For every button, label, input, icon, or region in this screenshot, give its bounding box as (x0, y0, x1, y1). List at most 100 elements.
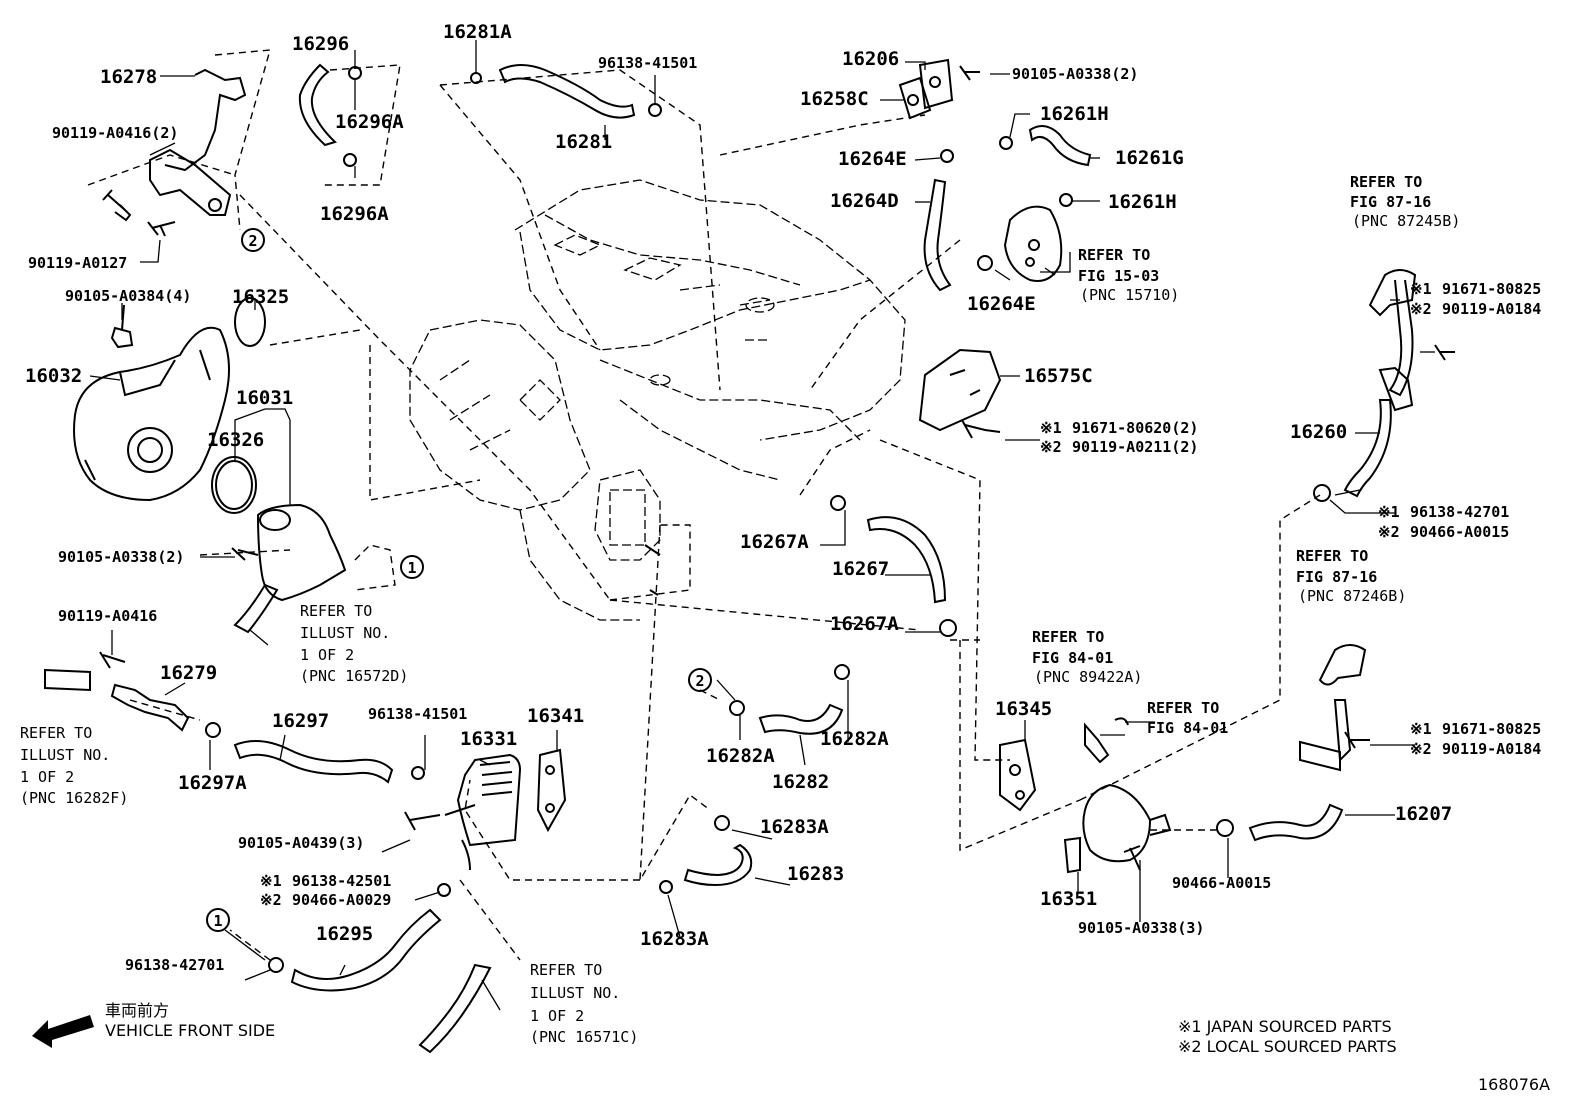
ref-circle-1-bottom-label: 1 (213, 912, 222, 930)
marker-1-16575: ※1 (1040, 419, 1062, 437)
label-96138-42701-right: 96138-42701 (1410, 503, 1509, 521)
label-16331: 16331 (460, 728, 517, 750)
component-shapes (73, 58, 1417, 874)
label-16281: 16281 (555, 131, 612, 153)
marker-2-top-right: ※2 (1410, 300, 1432, 318)
label-90119-A0416-2: 90119-A0416(2) (52, 124, 178, 142)
label-90105-A0384-4: 90105-A0384(4) (65, 287, 191, 305)
label-16345: 16345 (995, 698, 1052, 720)
diagram-code: 168076A (1478, 1075, 1550, 1094)
vehicle-front-indicator: 車両前方 VEHICLE FRONT SIDE (32, 1001, 275, 1048)
ref-87246-line3: (PNC 87246B) (1298, 587, 1406, 605)
label-16206: 16206 (842, 48, 899, 70)
ref-87245-line2: FIG 87-16 (1350, 193, 1431, 211)
label-91671-80620-2: 91671-80620(2) (1072, 419, 1198, 437)
marker-2-bottom-right: ※2 (1410, 740, 1432, 758)
label-16282A-left: 16282A (706, 745, 775, 767)
legend-item-local: ※2 LOCAL SOURCED PARTS (1178, 1037, 1397, 1056)
label-16264E-top: 16264E (838, 148, 907, 170)
label-16341: 16341 (527, 705, 584, 727)
bolt-icons (99, 65, 1455, 871)
leader-lines (89, 40, 1435, 1011)
ref-89422-line1: REFER TO (1032, 628, 1104, 646)
ref-87246-line1: REFER TO (1296, 547, 1368, 565)
label-90119-A0127: 90119-A0127 (28, 254, 127, 272)
label-16267: 16267 (832, 558, 889, 580)
hose-shapes (44, 63, 1414, 1054)
ref-89422-line2: FIG 84-01 (1032, 649, 1113, 667)
label-16325: 16325 (232, 286, 289, 308)
label-16267A-bottom: 16267A (830, 613, 899, 635)
ref-89422-line3: (PNC 89422A) (1034, 668, 1142, 686)
ref-15710-line1: REFER TO (1078, 246, 1150, 264)
label-90105-A0439-3: 90105-A0439(3) (238, 834, 364, 852)
reference-notes: REFER TO FIG 15-03 (PNC 15710) REFER TO … (20, 173, 1460, 1046)
ref-16282F-line2: ILLUST NO. (20, 746, 110, 764)
ref-15710-line2: FIG 15-03 (1078, 267, 1159, 285)
label-90466-A0029: 90466-A0029 (292, 891, 391, 909)
label-90119-A0416: 90119-A0416 (58, 607, 157, 625)
label-16326: 16326 (207, 429, 264, 451)
label-16283A-bottom: 16283A (640, 928, 709, 950)
ref-87245-line1: REFER TO (1350, 173, 1422, 191)
label-16283A-top: 16283A (760, 816, 829, 838)
label-96138-41501-mid: 96138-41501 (368, 705, 467, 723)
ref-16571-line1: REFER TO (530, 961, 602, 979)
front-arrow-icon (32, 1015, 94, 1048)
label-96138-42501: 96138-42501 (292, 872, 391, 890)
clip-icons (205, 66, 1331, 973)
marker-2-bottom: ※2 (260, 891, 282, 909)
marker-1-top-right: ※1 (1410, 280, 1432, 298)
source-legend: ※1 JAPAN SOURCED PARTS ※2 LOCAL SOURCED … (1178, 1017, 1397, 1056)
ref-8401-line1: REFER TO (1147, 699, 1219, 717)
label-16258C: 16258C (800, 88, 869, 110)
label-16279: 16279 (160, 662, 217, 684)
label-90466-A0015-mid: 90466-A0015 (1172, 874, 1271, 892)
label-90466-A0015-right: 90466-A0015 (1410, 523, 1509, 541)
ref-87245-line3: (PNC 87245B) (1352, 212, 1460, 230)
label-16297A: 16297A (178, 772, 247, 794)
ref-circle-1-mid-label: 1 (407, 559, 416, 577)
marker-1-16260: ※1 (1378, 503, 1400, 521)
marker-2-16575: ※2 (1040, 438, 1062, 456)
ref-16571-line4: (PNC 16571C) (530, 1028, 638, 1046)
assembly-boundaries (87, 49, 1321, 961)
ref-8401-line2: FIG 84-01 (1147, 719, 1228, 737)
ref-circle-2-right-label: 2 (695, 672, 704, 690)
label-90119-A0211-2: 90119-A0211(2) (1072, 438, 1198, 456)
label-16295: 16295 (316, 923, 373, 945)
label-16575C: 16575C (1024, 365, 1093, 387)
marker-2-16260: ※2 (1378, 523, 1400, 541)
label-16282: 16282 (772, 771, 829, 793)
label-16261G: 16261G (1115, 147, 1184, 169)
reference-circles: 2 1 2 1 (206, 228, 712, 932)
label-91671-80825-bottom: 91671-80825 (1442, 720, 1541, 738)
ref-16572-line1: REFER TO (300, 602, 372, 620)
label-16264D: 16264D (830, 190, 899, 212)
label-90105-A0338-2-left: 90105-A0338(2) (58, 548, 184, 566)
part-number-labels: 16278 16296 16296A 16296A 16281A 16281 9… (25, 21, 1541, 974)
marker-1-bottom-right: ※1 (1410, 720, 1432, 738)
label-90105-A0338-2-top: 90105-A0338(2) (1012, 65, 1138, 83)
legend-item-japan: ※1 JAPAN SOURCED PARTS (1178, 1017, 1392, 1036)
label-16261H-top: 16261H (1040, 103, 1109, 125)
ref-87246-line2: FIG 87-16 (1296, 568, 1377, 586)
label-90119-A0184-bottom: 90119-A0184 (1442, 740, 1541, 758)
label-16032: 16032 (25, 365, 82, 387)
label-90105-A0338-3: 90105-A0338(3) (1078, 919, 1204, 937)
label-16260: 16260 (1290, 421, 1347, 443)
label-16031: 16031 (236, 387, 293, 409)
ref-circle-2-right (688, 668, 712, 692)
label-16296A-bottom: 16296A (320, 203, 389, 225)
label-16207: 16207 (1395, 803, 1452, 825)
ref-16282F-line1: REFER TO (20, 724, 92, 742)
part-16278-pipe (149, 68, 247, 216)
label-16267A-top: 16267A (740, 531, 809, 553)
label-16296A-top: 16296A (335, 111, 404, 133)
ref-16571-line2: ILLUST NO. (530, 984, 620, 1002)
label-90119-A0184-top: 90119-A0184 (1442, 300, 1541, 318)
ref-16572-line2: ILLUST NO. (300, 624, 390, 642)
ref-16282F-line4: (PNC 16282F) (20, 789, 128, 807)
